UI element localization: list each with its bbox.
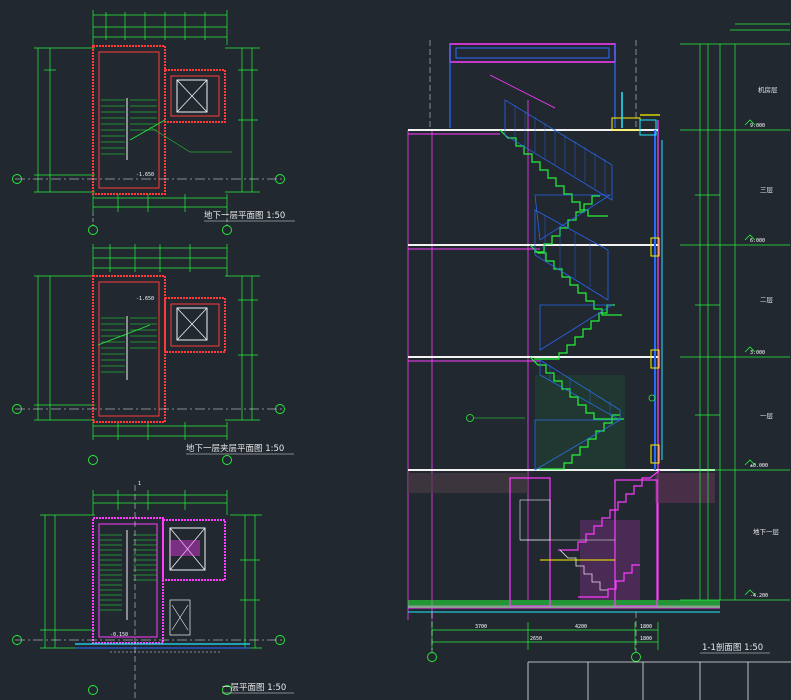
plan-mezz-dims (34, 244, 260, 440)
plan-1f-title: 一层平面图 1:50 (222, 683, 286, 693)
plan-1f-level-mark: -0.150 (110, 632, 128, 638)
floor-label-machine-room: 机房层 (758, 85, 778, 94)
section-level-2: 6.000 (750, 238, 765, 244)
plan-mezz-level-mark: -1.650 (136, 296, 154, 302)
floor-label-3f: 三层 (760, 186, 774, 194)
section-dim-bottom-d: 2650 (530, 636, 542, 642)
section-1-1: 9.000 6.000 3.000 ±0.000 -4.200 机房层 三层 二… (407, 23, 790, 662)
section-dim-bottom-a: 3700 (475, 624, 487, 630)
section-level-5: -4.200 (750, 593, 768, 599)
section-hatch-lines (514, 105, 611, 416)
plan-b1-title: 地下一层平面图 1:50 (204, 210, 285, 221)
plan-1f-stair-treads (100, 534, 157, 611)
plan-b1-left-dims (34, 47, 95, 193)
plan-b1-right-dims (225, 47, 260, 193)
plan-b1-mezzanine: -1.650 地下一层夹层平面图 1:50 (12, 244, 294, 465)
section-level-1: 9.000 (750, 123, 765, 129)
floor-label-1f: 一层 (760, 412, 774, 420)
plan-b1: -1.650 地下一层平面图 1:50 (12, 10, 295, 235)
section-dim-bottom-c: 1800 (640, 624, 652, 630)
section-right-wall (611, 92, 663, 470)
plan-b1-stair-treads (101, 99, 157, 155)
section-cut-mark-top: 1 (138, 481, 141, 487)
floor-label-2f: 二层 (760, 296, 774, 304)
section-balustrades (504, 99, 622, 471)
plan-b1-level-mark: -1.650 (136, 172, 154, 178)
section-title: 1-1剖面图 1:50 (702, 642, 763, 653)
section-level-marks (744, 119, 756, 596)
title-block-frame (527, 661, 791, 700)
section-level-4: ±0.000 (750, 463, 768, 469)
plan-mezz-title: 地下一层夹层平面图 1:50 (186, 443, 284, 454)
section-right-dims (680, 23, 790, 601)
floor-label-b1: 地下一层 (753, 527, 780, 536)
plan-1f: 1 -0.150 一层平面图 1:50 (12, 481, 294, 700)
plan-b1-bottom-dims (92, 194, 228, 212)
section-dim-bottom-e: 1800 (640, 636, 652, 642)
plan-b1-top-dims (92, 10, 228, 45)
section-dim-bottom-b: 4200 (575, 624, 587, 630)
section-level-3: 3.000 (750, 350, 765, 356)
